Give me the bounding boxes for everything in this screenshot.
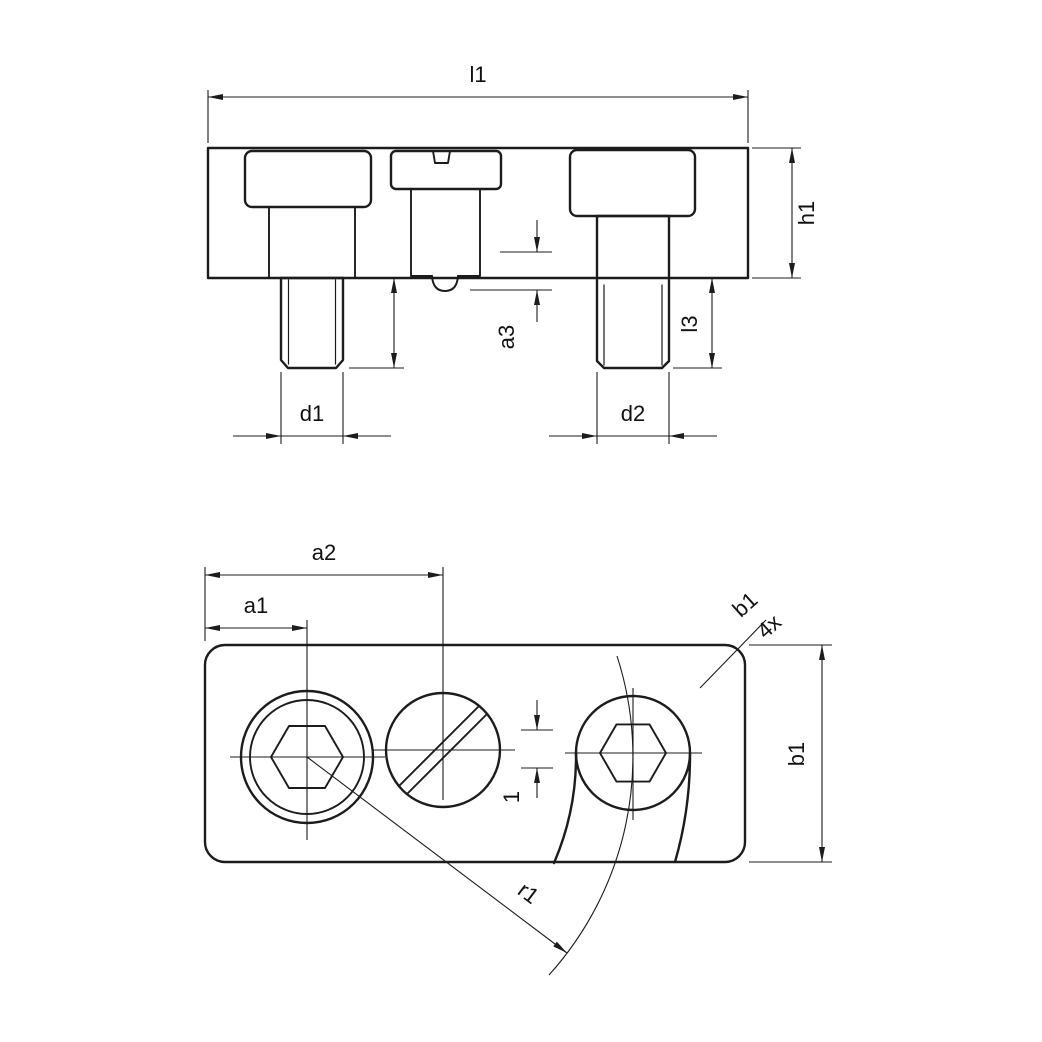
dim-a1-label: a1 xyxy=(244,593,268,618)
dim-b1-extension-lines xyxy=(749,644,832,863)
dim-one-label: 1 xyxy=(499,791,524,803)
dimension-a2: a2 xyxy=(204,540,443,641)
dim-l1-extension-lines xyxy=(207,90,749,143)
middle-screw-ball-tip xyxy=(431,275,459,292)
middle-screw-shank xyxy=(410,188,481,277)
middle-screw-head xyxy=(389,149,503,191)
middle-hole xyxy=(373,567,515,809)
dim-l1-label: l1 xyxy=(469,62,486,87)
dimension-a1: a1 xyxy=(205,593,307,631)
middle-screw-slot-notch xyxy=(432,150,451,164)
dim-d1-label: d1 xyxy=(300,401,324,426)
dim-a3-label: a3 xyxy=(494,325,519,349)
dim-a2-label: a2 xyxy=(312,540,336,565)
dim-one-extension-lines xyxy=(521,729,553,769)
corner-note-label: b1 xyxy=(728,587,763,622)
left-screw-head xyxy=(243,149,373,209)
dim-l3-label: l3 xyxy=(677,315,702,332)
dim-h1-label: h1 xyxy=(794,201,819,225)
dimension-d1: d1 xyxy=(233,372,391,444)
dim-r1-arc xyxy=(548,655,634,976)
right-screw-head xyxy=(568,148,697,218)
dim-d2-label: d2 xyxy=(621,401,645,426)
left-screw-thread-lines xyxy=(287,279,337,365)
front-view: l1 h1 a3 l3 xyxy=(206,62,819,444)
plate-body xyxy=(203,643,747,864)
dim-b1-label: b1 xyxy=(784,742,809,766)
corner-note-leader xyxy=(699,619,767,689)
dim-a3-extension-lines xyxy=(470,251,552,291)
dimension-b1: b1 xyxy=(749,644,832,863)
left-screw-stud xyxy=(279,276,345,370)
right-screw xyxy=(568,148,697,370)
dim-r1-leader xyxy=(306,756,568,954)
corner-radius-note: b1 4x xyxy=(699,587,786,689)
corner-note-count: 4x xyxy=(752,609,786,643)
dimension-h1: h1 xyxy=(752,147,819,279)
dim-d2-extension-lines xyxy=(596,372,670,444)
left-screw-shank xyxy=(268,206,356,279)
curved-slot-inner-edge xyxy=(552,750,578,865)
dim-d1-extension-lines xyxy=(280,372,344,444)
middle-screw-slot-lines xyxy=(398,705,488,795)
left-hole xyxy=(230,620,385,840)
dimension-r1: r1 xyxy=(306,655,634,976)
left-screw xyxy=(243,149,373,370)
right-screw-shank xyxy=(595,214,671,370)
dimension-one: 1 xyxy=(499,700,553,803)
right-screw-thread-lines xyxy=(603,284,663,366)
dimension-stud-length xyxy=(349,278,404,369)
bar-body xyxy=(206,146,750,280)
dimension-l3: l3 xyxy=(673,278,722,369)
dimension-a3: a3 xyxy=(470,220,552,349)
dim-r1-label: r1 xyxy=(513,877,544,909)
plan-view: a2 a1 b1 4x b1 1 r1 xyxy=(203,540,832,976)
dimension-l1: l1 xyxy=(207,62,749,143)
middle-screw xyxy=(389,149,503,292)
dimension-d2: d2 xyxy=(549,372,717,444)
